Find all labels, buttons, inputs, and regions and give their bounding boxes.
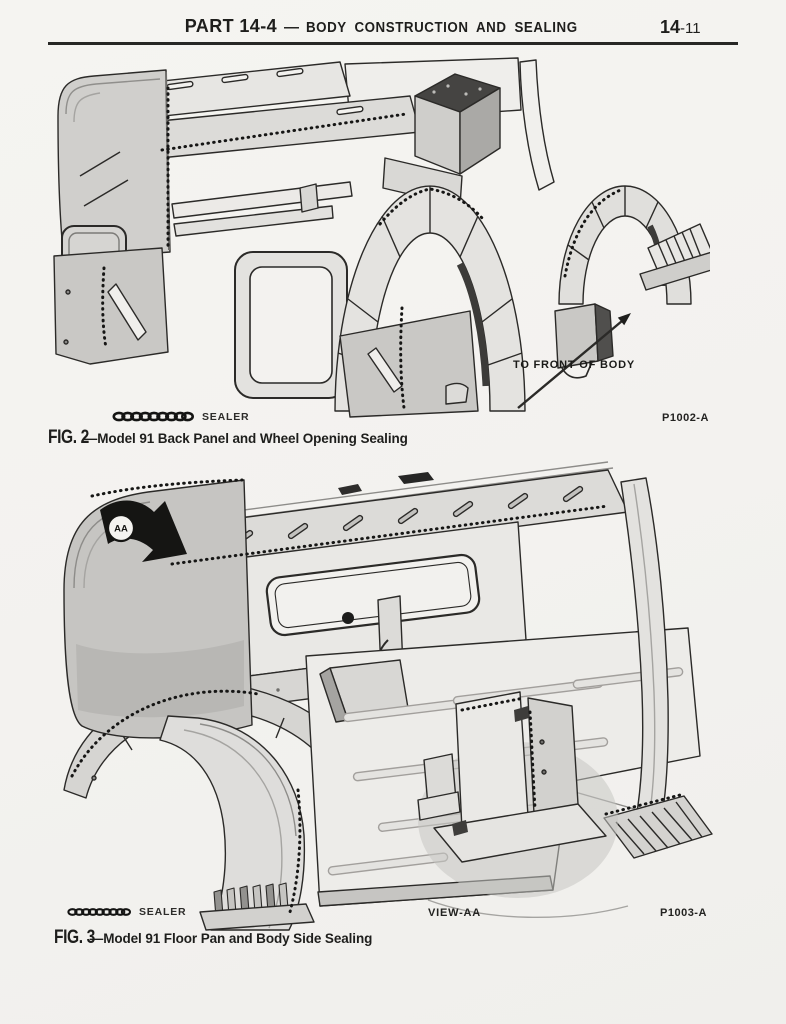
figure-3-illustration: AA [63, 461, 713, 931]
figure-2-plate-code: P1002-A [662, 412, 709, 424]
fig2-sealer-beads [101, 86, 625, 410]
aa-marker-circle [106, 513, 136, 543]
figure-3-caption: FIG. 3 —Model 91 Floor Pan and Body Side… [54, 927, 372, 949]
part-number: PART 14-4 [184, 16, 278, 36]
fig2-wheel-opening-frame [234, 251, 348, 399]
fig3-view-aa-detail [417, 691, 629, 919]
figure-2-label: FIG. 2 [48, 427, 89, 448]
sealer-label: SEALER [139, 906, 187, 918]
fig2-quarter-pillar [519, 59, 555, 191]
figure-2-illustration: TO FRONT OF BODY [53, 57, 710, 418]
sealer-bead-symbol [112, 411, 194, 422]
page-number: 14-11 [660, 17, 701, 38]
section-title: BODY CONSTRUCTION AND SEALING [306, 20, 578, 36]
fig3-sealer-beads [70, 478, 686, 914]
fig2-left-quarter-panel [53, 69, 171, 365]
fig3-left-quarter-panel [63, 479, 253, 739]
figure-3-plate-code: P1003-A [660, 907, 707, 919]
figure-2-caption: FIG. 2 —Model 91 Back Panel and Wheel Op… [48, 427, 408, 449]
fig3-right-pillar [603, 477, 713, 859]
figure-2-caption-text: —Model 91 Back Panel and Wheel Opening S… [83, 431, 408, 446]
fig2-quarter-panel-lower [339, 310, 479, 418]
to-front-of-body-label: TO FRONT OF BODY [513, 359, 635, 371]
fig2-crossmembers [171, 181, 353, 237]
aa-marker-label: AA [114, 524, 128, 535]
page-number-part: 14 [660, 17, 681, 37]
fig3-aa-arrow: AA [100, 500, 187, 562]
figure-3-caption-text: —Model 91 Floor Pan and Body Side Sealin… [89, 931, 373, 946]
figure-2-sealer-legend: SEALER [112, 410, 249, 423]
page-number-sub: -11 [680, 20, 701, 37]
figure-3-sealer-legend: SEALER [67, 906, 186, 918]
view-aa-label: VIEW-AA [428, 907, 482, 919]
header-separator: — [284, 19, 300, 36]
header-rule [48, 42, 738, 45]
fig2-front-direction-arrow [517, 313, 631, 409]
sealer-label: SEALER [202, 410, 250, 423]
page-header: PART 14-4 — BODY CONSTRUCTION AND SEALIN… [0, 16, 786, 37]
fig2-sill-step [639, 223, 710, 291]
fig3-front-wheel-arch [159, 715, 315, 931]
fig2-center-wheel-arch [334, 185, 526, 412]
sealer-bead-symbol [67, 908, 131, 916]
figure-3-label: FIG. 3 [54, 927, 95, 948]
